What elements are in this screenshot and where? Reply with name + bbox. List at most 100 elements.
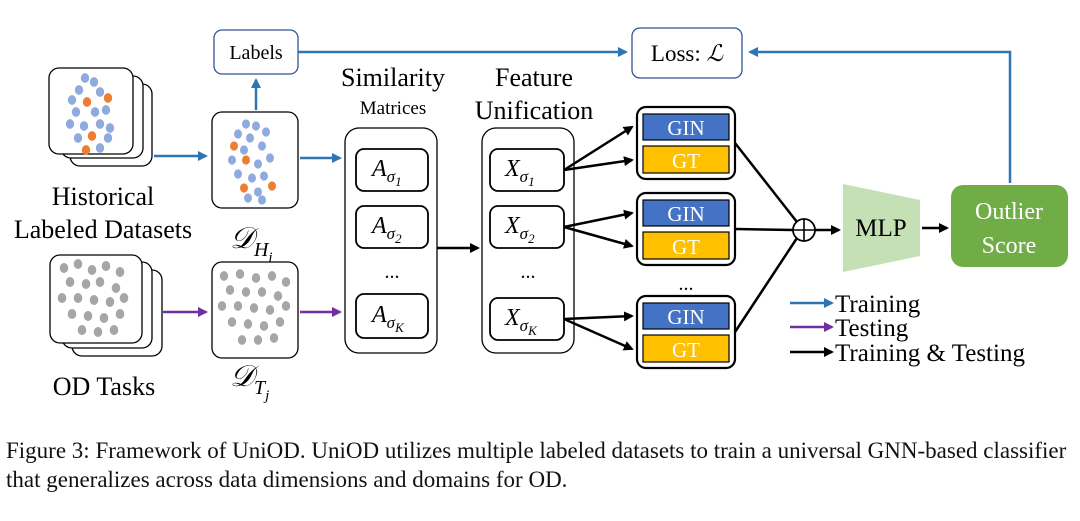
outlier-line2: Score — [982, 233, 1037, 259]
data-point — [59, 263, 69, 273]
data-point — [244, 193, 252, 203]
loss-box — [631, 27, 743, 79]
gnn-block-1: GIN GT — [635, 105, 737, 181]
data-point — [105, 123, 115, 133]
arrow-x1-to-gt1 — [563, 156, 634, 172]
data-point — [95, 277, 105, 287]
svg-text:Xσ2: Xσ2 — [504, 213, 535, 246]
arrow-score-to-loss — [748, 47, 1012, 183]
matrix-ak: AσK — [355, 293, 429, 339]
arrow-xk-to-gtk — [563, 317, 634, 351]
data-point — [87, 131, 97, 141]
data-point — [240, 145, 248, 155]
data-point — [67, 95, 77, 105]
gt-label: GT — [672, 235, 700, 259]
arrow-x2-to-gt2 — [563, 225, 634, 249]
legend-testing-label: Testing — [835, 315, 909, 342]
outlier-line1: Outlier — [975, 199, 1043, 225]
od-tasks-stack — [49, 254, 163, 357]
feature-xk: XσK — [489, 297, 565, 341]
data-point — [227, 317, 237, 327]
data-point — [237, 335, 247, 345]
gt-label: GT — [672, 338, 700, 362]
d-h-box — [211, 111, 299, 209]
data-point — [262, 127, 270, 137]
data-point — [111, 283, 121, 293]
historical-label-line2: Labeled Datasets — [14, 215, 192, 244]
line-gnn1-to-sum — [734, 142, 798, 223]
data-point — [273, 291, 283, 301]
data-point — [89, 295, 99, 305]
data-point — [281, 277, 291, 287]
loss-box-text: Loss: ℒ — [651, 41, 724, 66]
data-point — [79, 121, 89, 131]
legend-training-label: Training — [835, 291, 921, 318]
data-point — [65, 277, 75, 287]
svg-text:Xσ1: Xσ1 — [504, 156, 535, 189]
data-point — [115, 309, 125, 319]
od-task-data-points — [57, 259, 129, 337]
data-point — [257, 287, 267, 297]
mlp-label: MLP — [855, 215, 906, 242]
data-point — [254, 187, 262, 197]
data-point — [242, 155, 250, 165]
data-point — [74, 85, 84, 95]
data-point — [260, 171, 268, 181]
data-point — [119, 293, 129, 303]
gin-label: GIN — [667, 202, 704, 226]
data-point — [81, 279, 91, 289]
outlier-score-box — [951, 185, 1068, 267]
data-point — [252, 121, 260, 131]
gnn-block-k: GIN GT — [635, 294, 737, 370]
data-point — [71, 107, 81, 117]
data-point — [275, 317, 285, 327]
arrow-x1-to-gin1 — [563, 125, 634, 172]
data-point — [251, 273, 261, 283]
gnn-ellipsis: ... — [679, 273, 694, 295]
data-point — [82, 97, 92, 107]
legend-both-label: Training & Testing — [835, 340, 1025, 367]
matrix-ellipsis: ... — [385, 261, 400, 283]
data-point — [101, 105, 111, 115]
historical-data-points — [65, 73, 115, 155]
figure-caption: Figure 3: Framework of UniOD. UniOD util… — [6, 438, 1067, 492]
arrow-xk-to-gink — [563, 311, 634, 322]
gin-label: GIN — [667, 116, 704, 140]
similarity-subtitle: Matrices — [360, 98, 426, 119]
matrix-a1: Aσ1 — [355, 148, 429, 192]
legend: Training Testing Training & Testing — [790, 291, 1025, 367]
data-point — [266, 153, 274, 163]
similarity-title: Similarity — [341, 63, 445, 92]
data-point — [219, 271, 229, 281]
feature-ellipsis: ... — [521, 261, 536, 283]
data-point — [242, 119, 250, 129]
data-point — [235, 269, 245, 279]
data-point — [234, 129, 242, 139]
historical-label-line1: Historical — [52, 182, 155, 211]
matrix-a2: Aσ2 — [355, 205, 429, 249]
data-point — [249, 303, 259, 313]
data-point — [73, 133, 83, 143]
data-point — [83, 311, 93, 321]
data-point — [228, 155, 236, 165]
data-point — [89, 77, 99, 87]
data-point — [105, 297, 115, 307]
data-point — [240, 183, 248, 193]
data-point — [99, 313, 109, 323]
data-point — [81, 145, 91, 155]
data-point — [57, 293, 67, 303]
data-point — [230, 141, 238, 151]
data-point — [246, 133, 254, 143]
data-point — [258, 141, 266, 151]
sum-node — [792, 218, 816, 242]
data-point — [267, 271, 277, 281]
data-point — [265, 305, 275, 315]
data-point — [225, 285, 235, 295]
d-t-data-points — [217, 269, 291, 345]
od-tasks-label: OD Tasks — [53, 372, 155, 401]
data-point — [93, 327, 103, 337]
svg-text:AσK: AσK — [370, 302, 405, 335]
data-point — [243, 319, 253, 329]
d-h-data-points — [228, 119, 276, 205]
d-t-label: 𝒟Tj — [230, 360, 269, 404]
